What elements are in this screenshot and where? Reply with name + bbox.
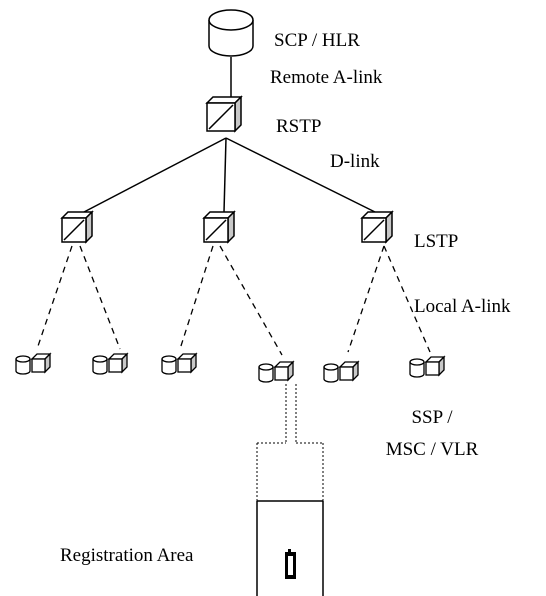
ssp-label-line1: SSP / (411, 407, 453, 428)
local-a-link-3a (347, 245, 385, 353)
d-link-label: D-link (330, 151, 380, 172)
rstp-label: RSTP (276, 116, 322, 137)
ssp-node-icon (15, 352, 52, 375)
stp-switch-icon-left (60, 210, 94, 244)
stp-switch-icon-middle (202, 210, 236, 244)
local-a-link-2a (179, 245, 214, 350)
local-a-link-1b (79, 245, 121, 350)
d-link-left (83, 137, 227, 213)
lstp-switch-icon (360, 210, 394, 244)
ssp-node-icon (161, 352, 198, 375)
d-link-right (225, 137, 376, 213)
d-link-middle (223, 137, 227, 213)
local-a-link-3b (383, 245, 431, 353)
ssp-node-icon (409, 355, 446, 378)
local-a-link-label: Local A-link (414, 296, 511, 317)
ssp-node-icon (323, 360, 360, 383)
ssp-label-line2: MSC / VLR (385, 439, 479, 460)
solid-links (83, 57, 376, 213)
local-a-link-1a (36, 245, 73, 350)
scp-hlr-label: SCP / HLR (274, 30, 360, 51)
registration-area-box (256, 500, 324, 596)
dashed-links (36, 245, 431, 356)
ssp-node-icon (92, 352, 129, 375)
lstp-label: LSTP (414, 231, 459, 252)
local-a-link-2b (219, 245, 283, 356)
ssp-node-icon (258, 360, 295, 383)
registration-connector (256, 384, 324, 501)
scp-hlr-database-icon (208, 9, 254, 57)
remote-a-link-label: Remote A-link (270, 67, 383, 88)
rstp-switch-icon (205, 95, 243, 133)
mobile-phone-icon (285, 549, 296, 579)
registration-area-label: Registration Area (60, 545, 194, 566)
